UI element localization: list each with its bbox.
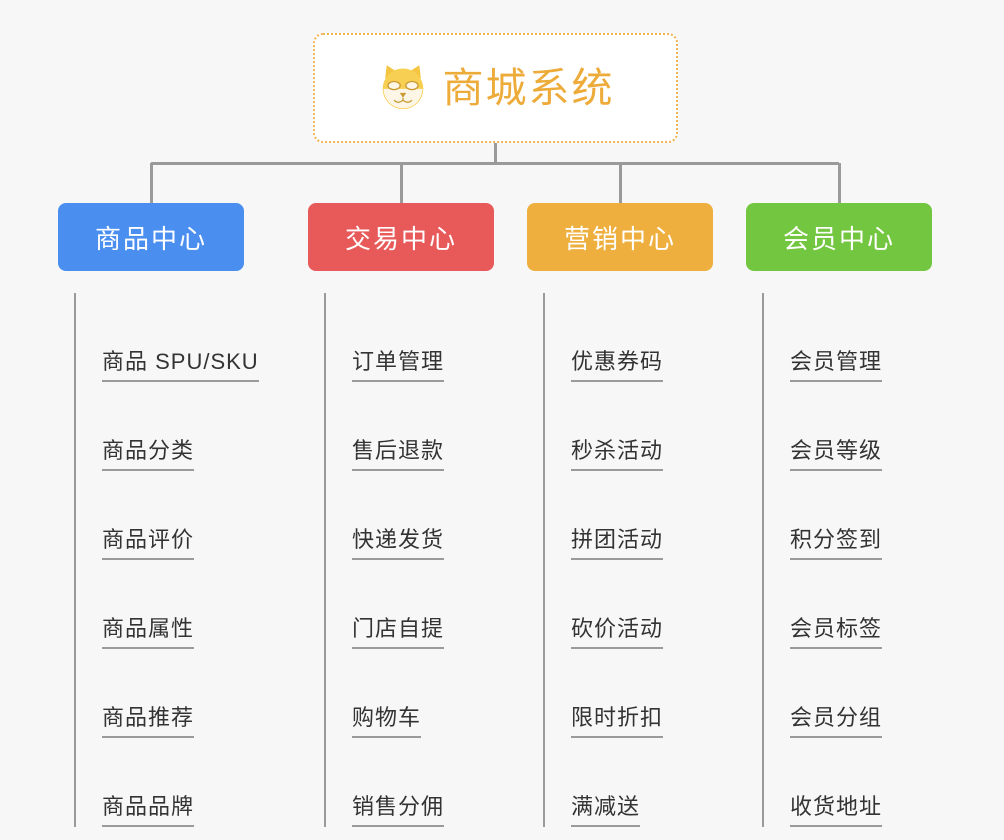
list-item[interactable]: 商品属性 xyxy=(102,560,244,649)
list-item[interactable]: 商品分类 xyxy=(102,382,244,471)
leaf-label: 购物车 xyxy=(352,705,422,738)
list-item[interactable]: 商品评价 xyxy=(102,471,244,560)
leaf-label: 商品品牌 xyxy=(102,794,195,827)
list-item[interactable]: 销售分佣 xyxy=(352,738,494,827)
leaf-label: 商品属性 xyxy=(102,616,195,649)
list-item[interactable]: 购物车 xyxy=(352,649,494,738)
root-title: 商城系统 xyxy=(442,64,615,111)
category-header-3[interactable]: 会员中心 xyxy=(746,203,932,271)
leaf-label: 订单管理 xyxy=(352,349,445,382)
leaf-label: 商品分类 xyxy=(102,438,195,471)
leaf-label: 快递发货 xyxy=(352,527,445,560)
leaf-label: 销售分佣 xyxy=(352,794,445,827)
leaf-label: 商品 SPU/SKU xyxy=(102,349,259,382)
category-header-1[interactable]: 交易中心 xyxy=(308,203,494,271)
list-item[interactable]: 收货地址 xyxy=(790,738,932,827)
leaf-list-3: 会员管理 会员等级 积分签到 会员标签 会员分组 收货地址 xyxy=(762,293,932,827)
list-item[interactable]: 门店自提 xyxy=(352,560,494,649)
category-column-3: 会员中心 会员管理 会员等级 积分签到 会员标签 会员分组 收货地址 xyxy=(746,203,932,827)
shiba-dog-icon xyxy=(382,65,423,110)
leaf-label: 秒杀活动 xyxy=(571,438,664,471)
list-item[interactable]: 售后退款 xyxy=(352,382,494,471)
list-item[interactable]: 优惠券码 xyxy=(571,293,713,382)
root-node[interactable]: 商城系统 xyxy=(313,33,678,143)
category-label-2: 营销中心 xyxy=(563,223,676,254)
category-label-1: 交易中心 xyxy=(344,223,457,254)
leaf-label: 优惠券码 xyxy=(571,349,664,382)
category-header-2[interactable]: 营销中心 xyxy=(527,203,713,271)
leaf-label: 拼团活动 xyxy=(571,527,664,560)
list-item[interactable]: 商品推荐 xyxy=(102,649,244,738)
list-item[interactable]: 砍价活动 xyxy=(571,560,713,649)
leaf-label: 售后退款 xyxy=(352,438,445,471)
leaf-list-1: 订单管理 售后退款 快递发货 门店自提 购物车 销售分佣 xyxy=(324,293,494,827)
list-item[interactable]: 拼团活动 xyxy=(571,471,713,560)
leaf-label: 会员标签 xyxy=(790,616,883,649)
leaf-list-2: 优惠券码 秒杀活动 拼团活动 砍价活动 限时折扣 满减送 xyxy=(543,293,713,827)
leaf-label: 限时折扣 xyxy=(571,705,664,738)
category-header-0[interactable]: 商品中心 xyxy=(58,203,244,271)
leaf-label: 商品推荐 xyxy=(102,705,195,738)
category-label-3: 会员中心 xyxy=(782,223,895,254)
category-label-0: 商品中心 xyxy=(94,223,207,254)
list-item[interactable]: 快递发货 xyxy=(352,471,494,560)
leaf-label: 会员管理 xyxy=(790,349,883,382)
list-item[interactable]: 满减送 xyxy=(571,738,713,827)
category-column-1: 交易中心 订单管理 售后退款 快递发货 门店自提 购物车 销售分佣 xyxy=(308,203,494,827)
list-item[interactable]: 会员分组 xyxy=(790,649,932,738)
category-column-0: 商品中心 商品 SPU/SKU 商品分类 商品评价 商品属性 商品推荐 商品品牌 xyxy=(58,203,259,827)
leaf-label: 门店自提 xyxy=(352,616,445,649)
leaf-label: 商品评价 xyxy=(102,527,195,560)
list-item[interactable]: 会员等级 xyxy=(790,382,932,471)
leaf-label: 会员分组 xyxy=(790,705,883,738)
leaf-label: 会员等级 xyxy=(790,438,883,471)
leaf-label: 砍价活动 xyxy=(571,616,664,649)
list-item[interactable]: 订单管理 xyxy=(352,293,494,382)
list-item[interactable]: 商品 SPU/SKU xyxy=(102,293,259,382)
list-item[interactable]: 会员管理 xyxy=(790,293,932,382)
list-item[interactable]: 限时折扣 xyxy=(571,649,713,738)
leaf-list-0: 商品 SPU/SKU 商品分类 商品评价 商品属性 商品推荐 商品品牌 xyxy=(74,293,259,827)
leaf-label: 收货地址 xyxy=(790,794,883,827)
list-item[interactable]: 会员标签 xyxy=(790,560,932,649)
list-item[interactable]: 秒杀活动 xyxy=(571,382,713,471)
list-item[interactable]: 商品品牌 xyxy=(102,738,244,827)
list-item[interactable]: 积分签到 xyxy=(790,471,932,560)
category-column-2: 营销中心 优惠券码 秒杀活动 拼团活动 砍价活动 限时折扣 满减送 xyxy=(527,203,713,827)
leaf-label: 积分签到 xyxy=(790,527,883,560)
leaf-label: 满减送 xyxy=(571,794,641,827)
